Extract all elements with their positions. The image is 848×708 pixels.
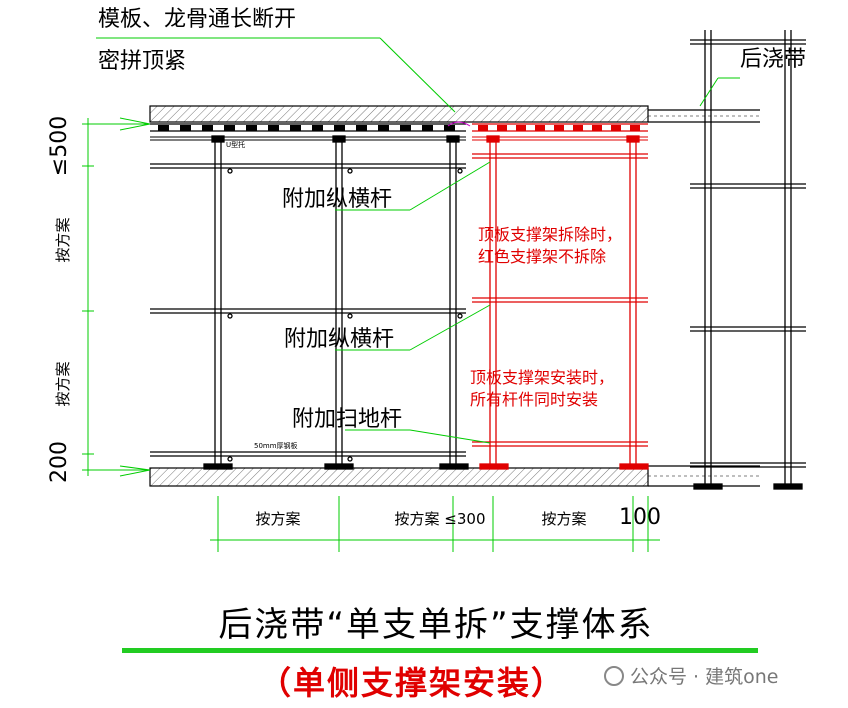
formwork-block <box>378 125 389 131</box>
formwork-block-red <box>611 125 621 131</box>
formwork-block <box>422 125 433 131</box>
formwork-block <box>224 125 235 131</box>
diagram-subtitle: （单侧支撑架安装） <box>259 664 565 702</box>
formwork-block-red <box>516 125 526 131</box>
bottom-slab <box>149 465 760 487</box>
formwork-block <box>180 125 191 131</box>
title-underline <box>122 648 758 653</box>
joint-marker <box>447 121 471 127</box>
formwork-block-red <box>478 125 488 131</box>
watermark-text: 公众号 · 建筑one <box>630 666 778 688</box>
right-scaffold <box>690 30 806 490</box>
watermark: 公众号 · 建筑one <box>604 666 778 688</box>
dim-bay-upper: 按方案 <box>54 217 72 262</box>
formwork-block <box>158 125 169 131</box>
formwork-beams <box>150 123 648 141</box>
formwork-label-line1: 模板、龙骨通长断开 <box>98 7 296 32</box>
leader-lines <box>96 37 740 444</box>
dim-span-2: 按方案 ≤300 <box>395 510 486 528</box>
note1-line2: 红色支撑架不拆除 <box>478 247 606 266</box>
dim-span-4: 100 <box>619 505 661 530</box>
diagram-title: 后浇带“单支单拆”支撑体系 <box>218 605 653 645</box>
formwork-block-red <box>535 125 545 131</box>
post-pour-strip-label: 后浇带 <box>740 47 806 72</box>
extra-bar-label-2: 附加纵横杆 <box>284 327 394 352</box>
extra-bar-label-1: 附加纵横杆 <box>282 187 392 212</box>
formwork-block <box>268 125 279 131</box>
formwork-block <box>356 125 367 131</box>
formwork-block <box>334 125 345 131</box>
formwork-label-line2: 密拼顶紧 <box>98 49 186 74</box>
bottom-dimension <box>210 496 660 552</box>
formwork-block <box>444 125 455 131</box>
top-slab <box>149 105 760 123</box>
black-support-frame <box>150 135 469 470</box>
note2-line2: 所有杆件同时安装 <box>470 390 598 409</box>
note2-line1: 顶板支撑架安装时， <box>470 368 614 387</box>
red-support-frame <box>472 135 649 470</box>
dim-bay-lower: 按方案 <box>54 361 72 406</box>
dim-bottom-gap: 200 <box>47 441 72 483</box>
wechat-icon <box>604 666 624 686</box>
formwork-block <box>246 125 257 131</box>
formwork-block-red <box>592 125 602 131</box>
formwork-block-red <box>573 125 583 131</box>
formwork-block-red <box>630 125 640 131</box>
dim-span-3: 按方案 <box>541 510 586 528</box>
u-support-label: U型托 <box>226 140 245 149</box>
steel-plate-label: 50mm厚钢板 <box>254 441 298 450</box>
dim-span-1: 按方案 <box>255 510 300 528</box>
formwork-block-red <box>554 125 564 131</box>
formwork-block <box>202 125 213 131</box>
note1-line1: 顶板支撑架拆除时， <box>478 225 622 244</box>
formwork-block <box>312 125 323 131</box>
formwork-block <box>400 125 411 131</box>
dim-top-gap: ≤500 <box>47 116 72 176</box>
formwork-block-red <box>497 125 507 131</box>
sweep-bar-label: 附加扫地杆 <box>292 407 402 432</box>
left-dimension <box>82 117 151 477</box>
formwork-block <box>290 125 301 131</box>
